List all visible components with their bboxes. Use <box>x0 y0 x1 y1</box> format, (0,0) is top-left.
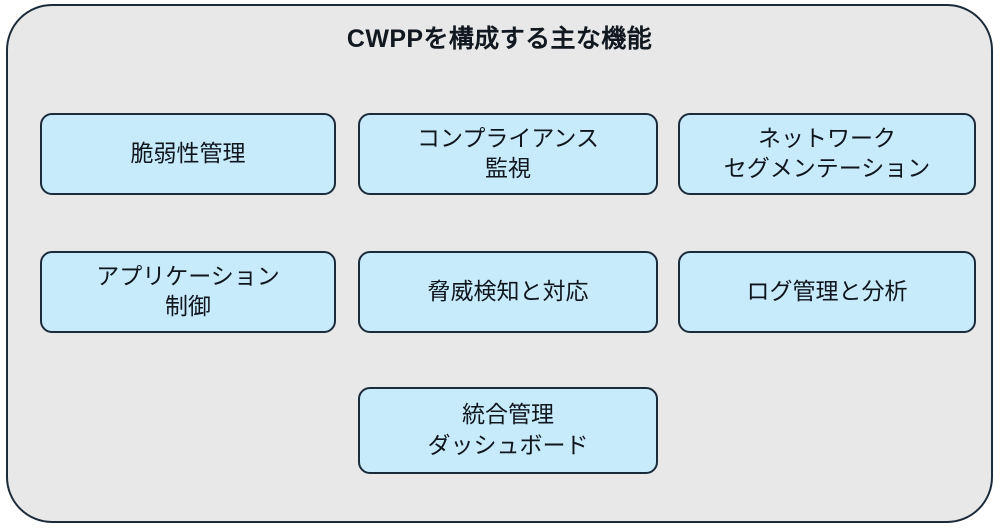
feature-box-label: 統合管理 ダッシュボード <box>427 402 589 459</box>
feature-box-unified-dashboard[interactable]: 統合管理 ダッシュボード <box>358 387 658 474</box>
feature-box-network-segmentation[interactable]: ネットワーク セグメンテーション <box>678 113 976 195</box>
feature-box-vulnerability-management[interactable]: 脆弱性管理 <box>40 113 336 195</box>
feature-box-compliance-monitoring[interactable]: コンプライアンス 監視 <box>358 113 658 195</box>
feature-box-label: コンプライアンス 監視 <box>417 125 599 182</box>
feature-box-label: 脅威検知と対応 <box>427 278 589 305</box>
page-title: CWPPを構成する主な機能 <box>346 25 653 53</box>
feature-box-log-management-analysis[interactable]: ログ管理と分析 <box>678 251 976 333</box>
feature-box-label: ネットワーク セグメンテーション <box>723 125 931 182</box>
feature-box-label: 脆弱性管理 <box>130 140 246 167</box>
feature-box-application-control[interactable]: アプリケーション 制御 <box>40 251 336 333</box>
feature-box-threat-detection-response[interactable]: 脅威検知と対応 <box>358 251 658 333</box>
feature-box-label: アプリケーション 制御 <box>96 263 280 320</box>
cwpp-panel: CWPPを構成する主な機能 脆弱性管理 コンプライアンス 監視 ネットワーク セ… <box>6 4 993 523</box>
feature-box-label: ログ管理と分析 <box>746 278 908 305</box>
